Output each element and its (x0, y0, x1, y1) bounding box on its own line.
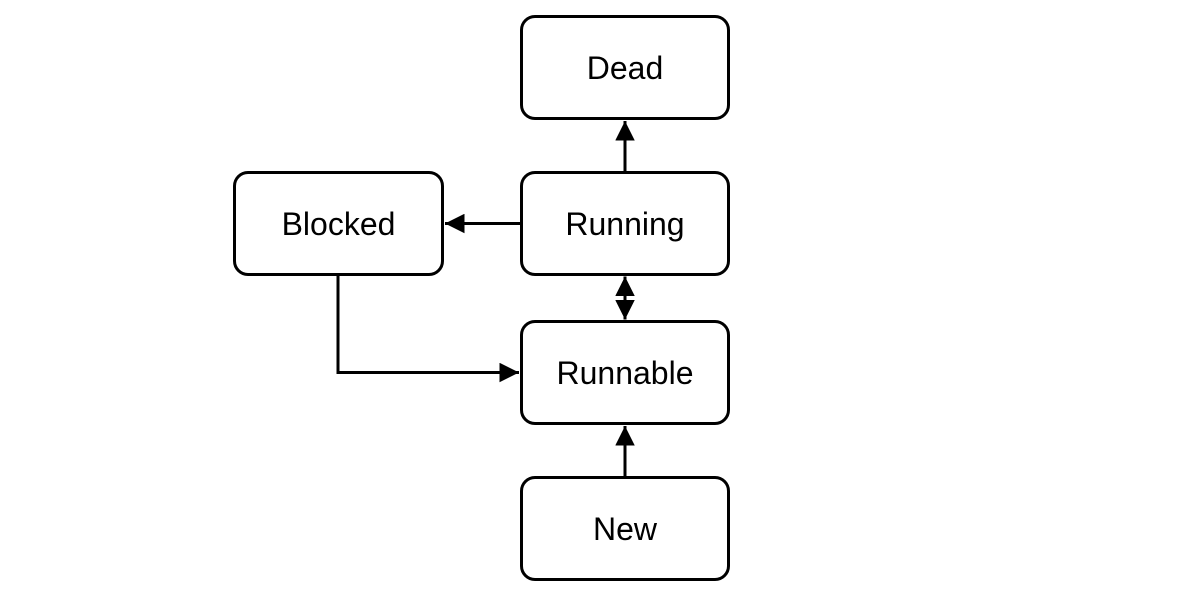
state-node-running: Running (520, 171, 730, 276)
state-label-dead: Dead (586, 49, 664, 86)
state-label-running: Running (565, 205, 685, 242)
edge-blocked-to-runnable (336, 276, 519, 383)
state-node-dead: Dead (520, 15, 730, 120)
state-label-blocked: Blocked (281, 205, 396, 242)
state-node-runnable: Runnable (520, 320, 730, 425)
state-label-runnable: Runnable (556, 354, 694, 391)
state-node-blocked: Blocked (233, 171, 444, 276)
state-node-new: New (520, 476, 730, 581)
state-label-new: New (592, 510, 657, 547)
